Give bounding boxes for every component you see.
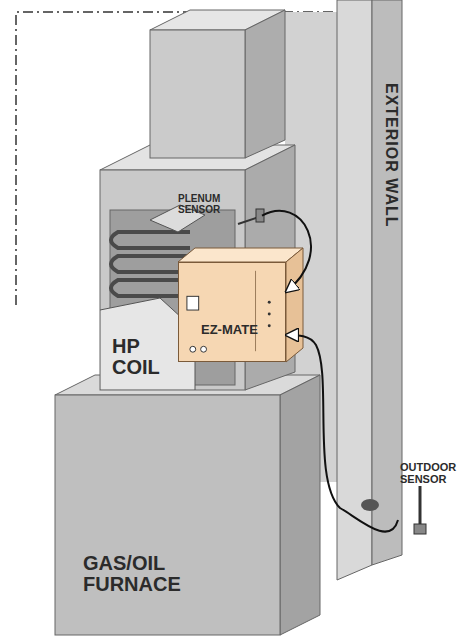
wall-face [337,0,372,580]
node-label: HP COIL [112,336,167,378]
box-detail [268,301,271,304]
box-detail [190,346,196,352]
box-detail [187,296,199,310]
box-detail [268,324,271,327]
sensor-callout: PLENUM SENSOR [178,194,262,230]
node-label: OUTDOOR SENSOR [400,462,464,485]
wall-hole [361,499,379,511]
box-detail [255,271,256,351]
furnace-front [55,395,280,635]
control-box-side [286,248,303,362]
wall-band: EXTERIOR WALL [372,60,402,250]
box-detail [268,312,271,315]
control-box-top [178,248,303,262]
sensor-wire [286,335,398,532]
control-box: EZ-MATE [178,262,286,362]
outdoor-probe [419,486,422,528]
outdoor-bracket [414,524,426,534]
duct-front [150,30,245,158]
control-box-details [179,263,285,361]
node-label: GAS/OIL FURNACE [83,553,193,595]
node-label: EZ-MATE [201,323,281,337]
duct-side [245,10,285,158]
node-label: EXTERIOR WALL [375,60,399,250]
furnace-side [280,375,320,635]
node-label: PLENUM SENSOR [178,194,234,215]
sensor-callout: OUTDOOR SENSOR [398,460,468,540]
wall-side [372,0,402,565]
furnace-box: GAS/OIL FURNACE [55,395,280,635]
sensor-body [256,209,264,222]
box-detail [201,346,207,352]
